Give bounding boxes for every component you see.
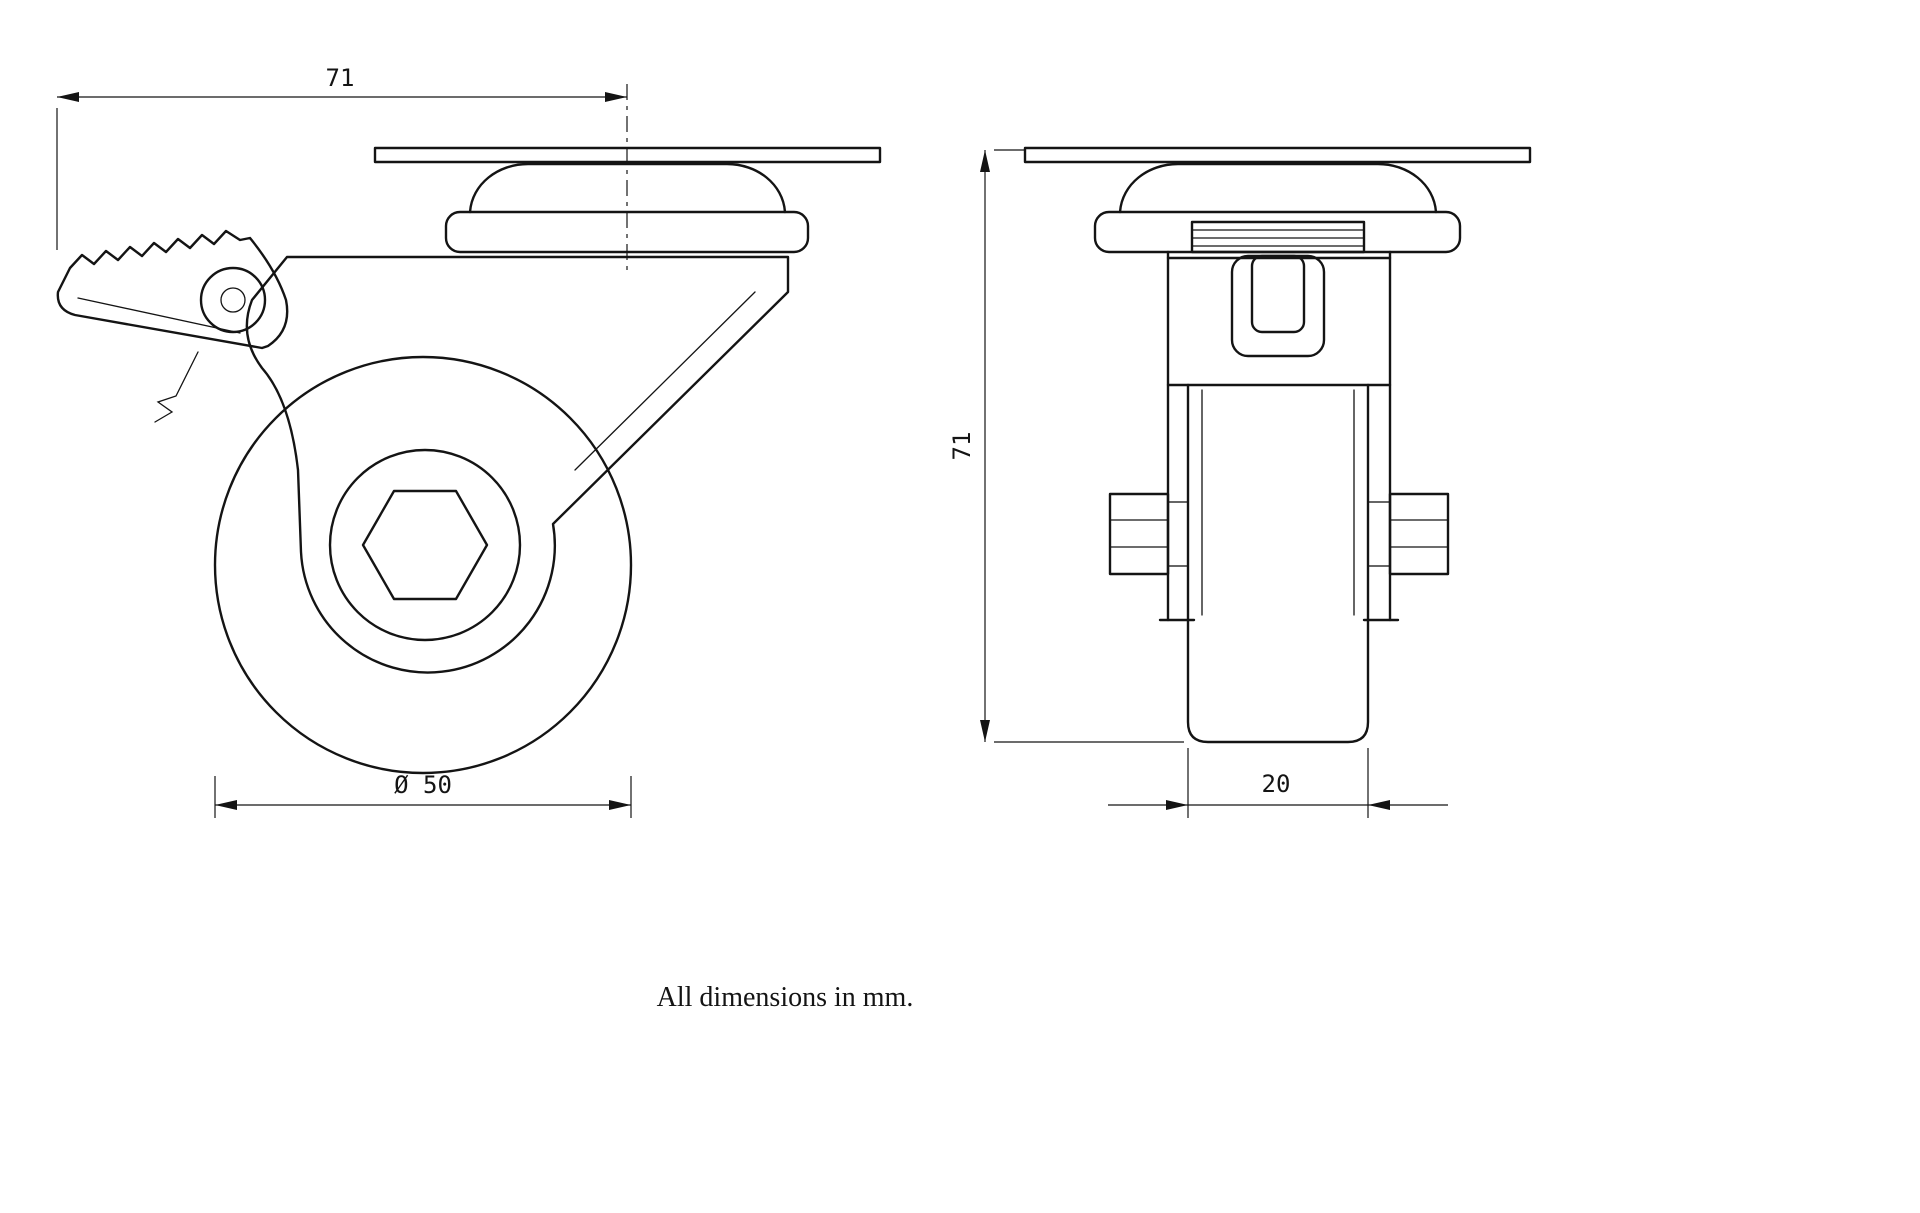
dim-wheel-width-label: 20 — [1262, 770, 1291, 798]
side-hub-boss — [328, 448, 522, 642]
front-brake-tread-band — [1190, 220, 1366, 254]
side-hex-bolt — [361, 489, 489, 601]
dim-wheel-diameter-arrow-right — [609, 800, 631, 810]
side-fork-body — [245, 255, 790, 674]
dim-overall-height-label: 71 — [948, 432, 976, 461]
front-axle-washer-left — [1167, 501, 1189, 567]
front-mounting-plate — [1023, 146, 1532, 164]
front-axle-nut-right — [1388, 492, 1450, 576]
front-view — [1023, 146, 1532, 744]
dim-plate-offset-arrow-right — [605, 92, 627, 102]
dim-plate-offset-arrow-left — [57, 92, 79, 102]
side-brake-spring — [154, 351, 199, 423]
side-wheel — [213, 355, 633, 775]
dim-wheel-diameter-arrow-left — [215, 800, 237, 810]
dim-overall-height-arrow-top — [980, 150, 990, 172]
side-fork-inner-edge — [574, 291, 756, 471]
dim-wheel-diameter-label: Ø 50 — [394, 771, 452, 799]
dim-overall-height: 71 — [948, 149, 1184, 743]
side-brake-pedal-inner-line — [77, 297, 241, 334]
dim-plate-offset-label: 71 — [326, 64, 355, 92]
dim-wheel-diameter: Ø 50 — [214, 771, 632, 818]
dim-plate-offset: 71 — [56, 64, 627, 250]
dim-overall-height-arrow-bottom — [980, 720, 990, 742]
dim-wheel-width-arrow-right — [1368, 800, 1390, 810]
front-axle-nut-left — [1108, 492, 1170, 576]
front-brake-housing-inner — [1250, 254, 1306, 334]
front-axle-washer-right — [1367, 501, 1391, 567]
dim-wheel-width-arrow-left — [1166, 800, 1188, 810]
dim-wheel-width: 20 — [1108, 748, 1448, 818]
side-brake-pedal — [56, 229, 289, 350]
front-wheel — [1186, 383, 1370, 744]
side-view — [56, 84, 882, 775]
caption: All dimensions in mm. — [657, 982, 914, 1013]
front-brake-housing-outer — [1230, 254, 1326, 358]
side-brake-pivot — [199, 266, 267, 334]
front-swivel-dome — [1118, 162, 1438, 214]
side-brake-pivot-pin — [220, 287, 246, 313]
